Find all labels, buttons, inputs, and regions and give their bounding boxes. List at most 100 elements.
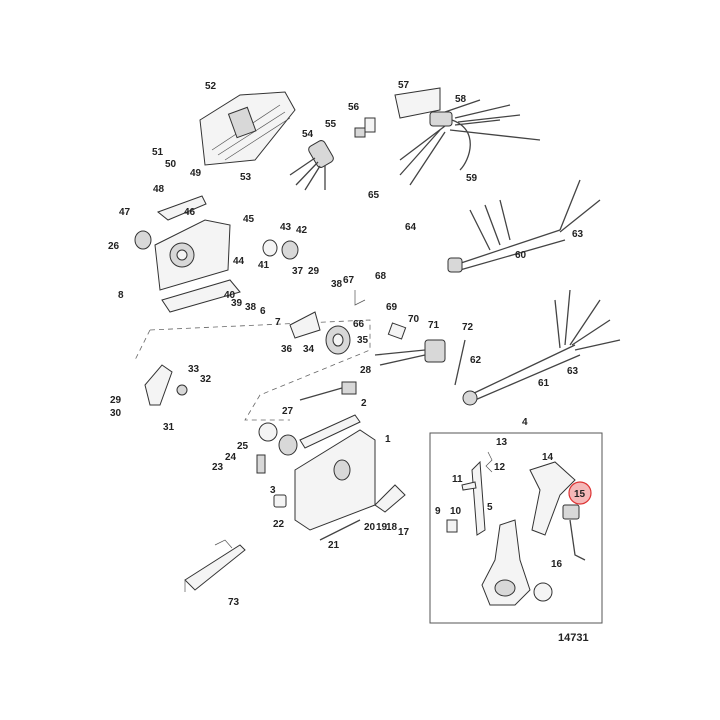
part-27-washer [258,422,278,442]
callout: 34 [303,344,315,355]
part-55-clip [354,127,366,138]
callout: 57 [398,80,410,91]
callout: 63 [572,229,584,240]
callout: 14 [542,452,554,463]
callout: 61 [538,378,550,389]
callout: 68 [375,271,387,282]
callout: 69 [386,302,398,313]
callout: 22 [273,519,285,530]
part-60-harness [447,179,601,273]
part-26b-ring [278,434,298,456]
part-12-shaft [471,460,486,536]
part-68-rod [354,290,366,306]
callout: 23 [212,462,224,473]
callout: 36 [281,344,293,355]
inset-frame [429,432,603,624]
part-36-lever [289,311,321,339]
callout: 30 [110,408,122,419]
callout: 55 [325,119,337,130]
callout: 46 [184,207,196,218]
part-48-lever [156,195,207,221]
callout: 18 [386,522,398,533]
callout: 67 [343,275,355,286]
callout: 2 [361,398,367,409]
part-15-switch [562,504,580,520]
part-43-washer [262,239,278,257]
callout: 8 [118,290,124,301]
callout: 31 [163,422,175,433]
callout: 49 [190,168,202,179]
callout: 38 [331,279,343,290]
part-32-washer [176,384,188,396]
callout: 56 [348,102,360,113]
part-52-cover [199,91,296,166]
callout: 24 [225,452,237,463]
part-11-pin [461,481,477,491]
callout: 15 [574,489,586,500]
callout: 20 [364,522,376,533]
callout: 7 [275,317,281,328]
highlight-circle [568,481,592,505]
part-5-lever-arm [481,519,531,606]
part-72-cable [454,339,466,386]
callout: 58 [455,94,467,105]
part-14-handle [529,461,576,536]
part-42-gear [281,240,299,260]
part-71-switch [424,339,446,363]
part-44-plate [161,279,241,313]
assembly-boundary-2 [134,329,151,361]
callout: 11 [452,474,463,485]
part-5-grip [494,579,516,597]
figure-number: 14731 [558,632,589,644]
part-59-harness [399,99,541,186]
part-73-upright [184,539,233,592]
callout: 10 [450,506,462,517]
callout: 12 [494,462,506,473]
callout: 65 [368,190,380,201]
callout: 52 [205,81,217,92]
callout: 63 [567,366,579,377]
callout: 42 [296,225,308,236]
callout: 72 [462,322,474,333]
part-73-bracket [184,544,246,591]
callout: 70 [408,314,420,325]
callout: 48 [153,184,165,195]
callout: 17 [398,527,410,538]
callout: 21 [328,540,340,551]
callout: 60 [515,250,527,261]
callout-labels: 1 2 3 4 5 6 7 8 9 10 11 12 13 14 15 16 1… [108,80,586,608]
part-13-spring [485,451,493,473]
callout: 64 [405,222,417,233]
part-54-harness [289,140,334,191]
part-16-cap [533,582,553,602]
callout: 1 [385,434,391,445]
callout: 35 [357,335,369,346]
callout: 4 [522,417,528,428]
callout: 51 [152,147,164,158]
part-71-wires [374,349,426,366]
callout: 3 [270,485,276,496]
callout: 25 [237,441,249,452]
callout: 27 [282,406,294,417]
callout: 13 [496,437,508,448]
callout: 50 [165,159,177,170]
callout: 39 [231,298,243,309]
callout: 54 [302,129,314,140]
part-57-label [394,87,441,119]
callout: 59 [466,173,478,184]
part-22-cap [273,494,287,508]
part-35-hub [332,333,344,347]
callout: 62 [470,355,482,366]
callout: 26 [108,241,120,252]
callout: 29 [308,266,320,277]
callout: 9 [435,506,441,517]
callout: 66 [353,319,365,330]
callout: 53 [240,172,252,183]
part-61-harness [462,289,621,406]
part-45-plate [154,219,231,291]
callout: 44 [233,256,245,267]
callout: 45 [243,214,255,225]
callout: 28 [360,365,372,376]
callout: 73 [228,597,240,608]
